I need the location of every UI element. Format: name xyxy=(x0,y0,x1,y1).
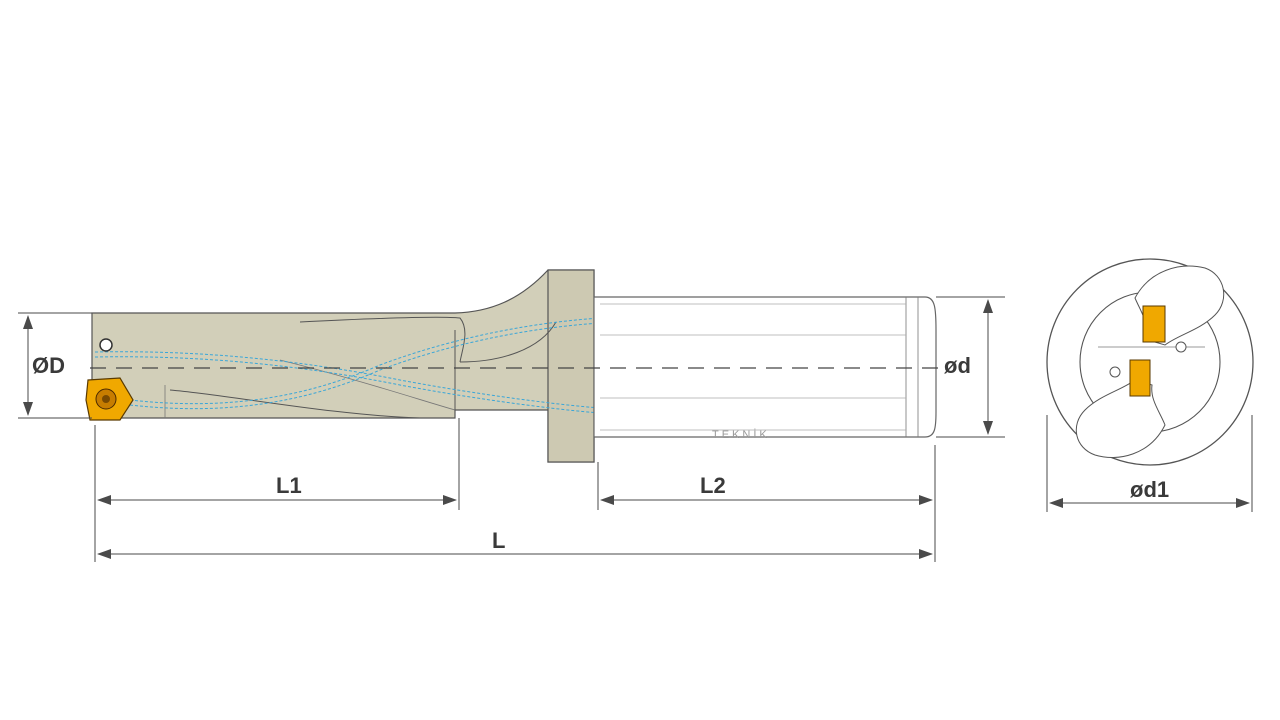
drill-side-view xyxy=(85,269,935,463)
flute-line xyxy=(279,359,456,411)
flute-line xyxy=(169,389,421,419)
end-view-hole xyxy=(1175,341,1187,353)
end-view-insert xyxy=(1142,305,1166,343)
coolant-channel xyxy=(129,317,935,405)
dim-L2-label: L2 xyxy=(700,473,726,498)
coolant-channel xyxy=(94,351,935,409)
dim-D-label: ØD xyxy=(32,353,65,378)
coolant-channel xyxy=(94,356,935,414)
shank-body xyxy=(593,296,937,438)
drill-collar xyxy=(547,269,595,463)
flute-lobe xyxy=(1075,379,1166,458)
dim-d1-label: ød1 xyxy=(1130,477,1169,502)
end-view-hole xyxy=(1109,366,1121,378)
dimensions xyxy=(18,296,1253,562)
coolant-channel xyxy=(129,322,935,410)
dim-d-label: ød xyxy=(944,353,971,378)
insert-screw-center xyxy=(102,395,110,403)
screw-hole xyxy=(99,338,113,352)
shank: TEKNİK xyxy=(593,296,937,441)
dim-L1-label: L1 xyxy=(276,473,302,498)
brand-text: TEKNİK xyxy=(712,428,770,441)
flute-line xyxy=(299,316,466,363)
drill-body xyxy=(91,269,595,463)
dim-L-label: L xyxy=(492,528,505,553)
end-view xyxy=(1046,258,1254,466)
flute-line xyxy=(459,321,557,363)
end-view-insert xyxy=(1129,359,1151,397)
